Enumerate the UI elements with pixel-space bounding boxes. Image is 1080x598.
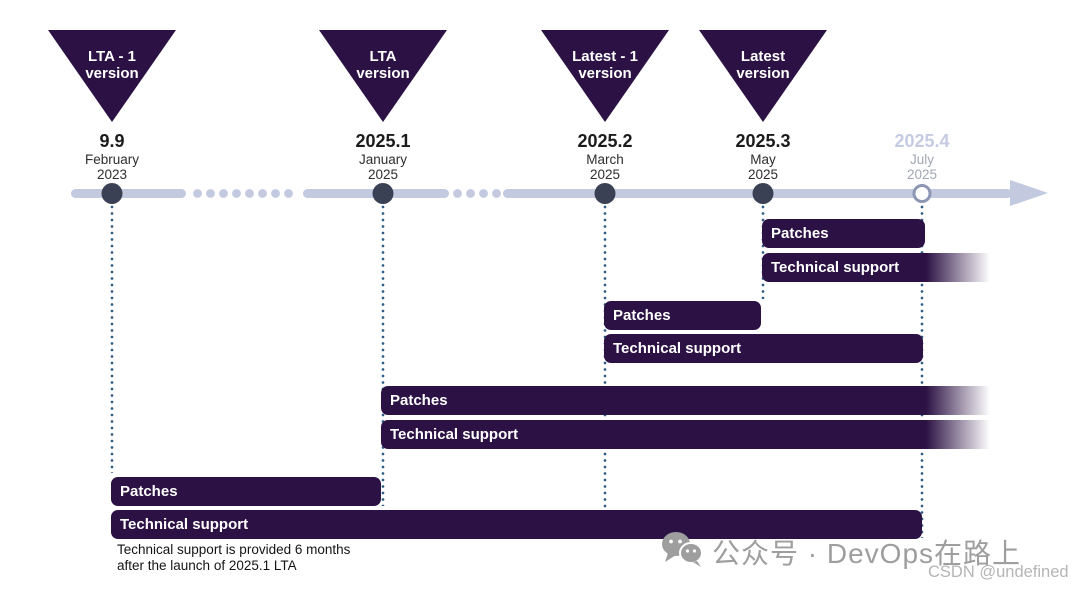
triangle-label-line1: LTA — [369, 48, 397, 65]
bar-patches-2025-1: Patches — [381, 386, 990, 415]
bar-label: Technical support — [613, 340, 742, 357]
bar-patches-9-9: Patches — [111, 477, 381, 506]
bar-technical-support-9-9: Technical support — [111, 510, 922, 539]
footnote: Technical support is provided 6 months a… — [117, 542, 350, 574]
csdn-watermark-text: CSDN @undefined — [928, 563, 1069, 581]
guide-line-2025-4 — [920, 204, 924, 538]
triangle-label-line1: Latest - 1 — [572, 48, 638, 65]
timeline-marker-2025-2 — [594, 183, 616, 204]
triangle-label-line2: version — [578, 65, 632, 82]
version-triangle-latest: Latest version — [699, 30, 827, 122]
bar-label: Patches — [390, 392, 448, 409]
guide-line-2025-3 — [761, 204, 765, 299]
version-triangle-latest-1: Latest - 1 version — [541, 30, 669, 122]
date-block-2025-4: 2025.4 July 2025 — [847, 131, 997, 182]
date-block-2025-2: 2025.2 March 2025 — [530, 131, 680, 182]
version-triangle-lta-1: LTA - 1 version — [48, 30, 176, 122]
version-number: 2025.1 — [355, 131, 411, 151]
timeline-dotted-gap-2 — [453, 189, 503, 198]
timeline-dotted-gap-1 — [193, 189, 297, 198]
timeline-marker-2025-1 — [372, 183, 394, 204]
bar-label: Patches — [613, 307, 671, 324]
bar-label: Technical support — [771, 259, 900, 276]
version-year: 2025 — [747, 167, 779, 182]
footnote-line1: Technical support is provided 6 months — [117, 542, 351, 557]
bar-label: Technical support — [390, 426, 519, 443]
bar-label: Patches — [120, 483, 178, 500]
date-block-2025-1: 2025.1 January 2025 — [308, 131, 458, 182]
version-month: March — [586, 152, 624, 167]
version-number: 2025.2 — [577, 131, 633, 151]
bar-patches-2025-3: Patches — [762, 219, 925, 248]
version-month: January — [358, 152, 408, 167]
triangle-label-line2: version — [356, 65, 410, 82]
guide-line-2025-1 — [381, 204, 385, 506]
version-year: 2025 — [906, 167, 938, 182]
version-month: February — [84, 152, 140, 167]
guide-line-9-9 — [110, 204, 114, 473]
triangle-label-line1: Latest — [740, 48, 786, 65]
version-month: May — [750, 152, 776, 167]
version-number: 9.9 — [99, 131, 125, 151]
footnote-line2: after the launch of 2025.1 LTA — [117, 558, 297, 573]
timeline-marker-9-9 — [101, 183, 123, 204]
timeline-marker-2025-4 — [912, 184, 932, 203]
bar-technical-support-2025-1: Technical support — [381, 420, 990, 449]
version-year: 2025 — [367, 167, 399, 182]
version-number: 2025.4 — [894, 131, 950, 151]
date-block-2025-3: 2025.3 May 2025 — [688, 131, 838, 182]
timeline-segment-1 — [71, 189, 186, 198]
bar-technical-support-2025-3: Technical support — [762, 253, 990, 282]
wechat-watermark: 公众号 · DevOps在路上 — [660, 531, 1021, 572]
bar-label: Technical support — [120, 516, 249, 533]
triangle-label-line2: version — [736, 65, 790, 82]
version-triangle-lta: LTA version — [319, 30, 447, 122]
bar-technical-support-2025-2: Technical support — [604, 334, 923, 363]
bar-label: Patches — [771, 225, 829, 242]
wechat-icon — [660, 531, 704, 572]
date-block-9-9: 9.9 February 2023 — [37, 131, 187, 182]
timeline-marker-2025-3 — [752, 183, 774, 204]
version-year: 2025 — [589, 167, 621, 182]
timeline-arrowhead-icon — [1010, 180, 1048, 206]
bar-patches-2025-2: Patches — [604, 301, 761, 330]
triangle-label-line2: version — [85, 65, 139, 82]
wechat-watermark-text: 公众号 · DevOps在路上 — [712, 537, 1022, 569]
version-number: 2025.3 — [735, 131, 791, 151]
triangle-label-line1: LTA - 1 — [87, 48, 137, 65]
version-year: 2023 — [96, 167, 128, 182]
version-month: July — [909, 152, 934, 167]
